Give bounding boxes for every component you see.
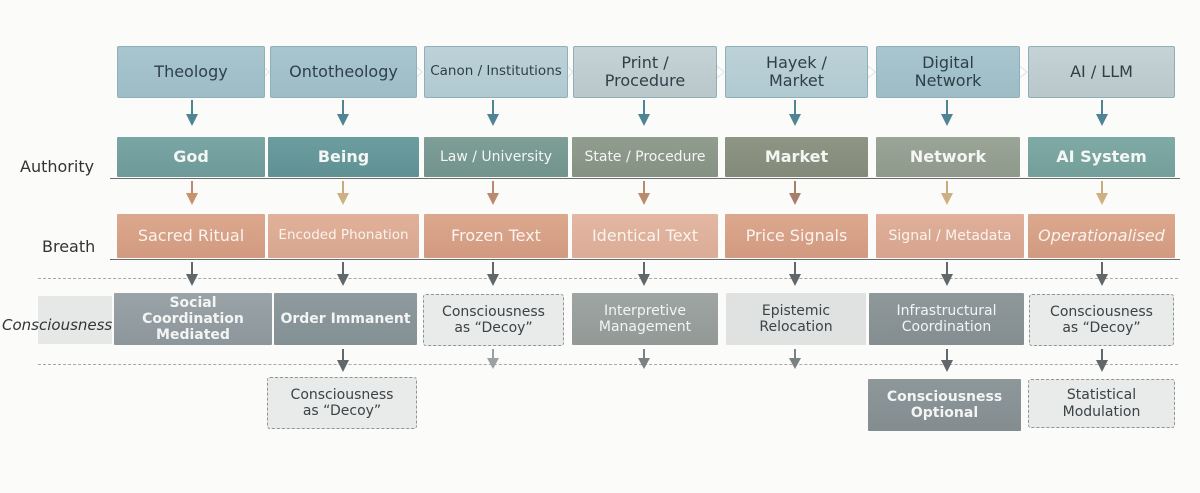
authority-label: AI System — [1056, 146, 1147, 166]
authority-law-university: Law / University — [424, 137, 568, 177]
authority-market: Market — [725, 137, 868, 177]
authority-label: Being — [317, 146, 370, 166]
consciousness-social-coordination: Social Coordination Mediated — [114, 293, 272, 345]
consciousness-down-arrows — [337, 349, 1108, 372]
era-hayek-market: Hayek / Market — [725, 46, 868, 98]
era-label: Theology — [154, 61, 228, 81]
consciousness-label: Interpretive Management — [598, 302, 692, 335]
authority-baseline — [110, 178, 1180, 179]
consciousness-label: Infrastructural Coordination — [896, 302, 997, 335]
consciousness-top-dashline — [38, 278, 1178, 279]
authority-label: Network — [909, 146, 987, 166]
authority-network: Network — [876, 137, 1020, 177]
breath-price-signals: Price Signals — [725, 214, 868, 258]
breath-label: Encoded Phonation — [278, 227, 409, 244]
breath-label: Price Signals — [745, 225, 848, 245]
consciousness-bottom-dashline — [38, 364, 1178, 365]
consciousness-label: Epistemic Relocation — [759, 302, 833, 335]
consciousness-order-immanent: Order Immanent — [274, 293, 417, 345]
consciousness-label: Consciousness Optional — [886, 388, 1003, 421]
era-label: AI / LLM — [1070, 61, 1133, 81]
era-to-authority-arrows — [186, 100, 1108, 126]
era-label: Canon / Institutions — [430, 63, 562, 80]
authority-to-breath-arrows — [186, 181, 1108, 205]
era-canon-institutions: Canon / Institutions — [424, 46, 568, 98]
breath-label: Signal / Metadata — [888, 227, 1012, 244]
row-label-consciousness-bg — [38, 296, 112, 344]
authority-ai-system: AI System — [1028, 137, 1175, 177]
consciousness-label: Consciousness as “Decoy” — [1050, 303, 1153, 336]
authority-label: God — [173, 146, 209, 166]
consciousness-label: Social Coordination Mediated — [142, 294, 244, 344]
era-print-procedure: Print / Procedure — [573, 46, 717, 98]
consciousness-label: Consciousness as “Decoy” — [442, 303, 545, 336]
breath-signal-metadata: Signal / Metadata — [876, 214, 1024, 258]
consciousness-optional: Consciousness Optional — [868, 379, 1021, 431]
breath-label: Frozen Text — [451, 225, 541, 245]
era-label: Digital Network — [914, 52, 982, 90]
era-ai-llm: AI / LLM — [1028, 46, 1175, 98]
authority-being: Being — [268, 137, 419, 177]
authority-label: Law / University — [439, 148, 553, 165]
statistical-modulation: Statistical Modulation — [1028, 379, 1175, 428]
authority-label: Market — [764, 146, 829, 166]
breath-identical-text: Identical Text — [572, 214, 718, 258]
breath-to-consciousness-arrows — [186, 262, 1108, 286]
consciousness-decoy-ai: Consciousness as “Decoy” — [1029, 294, 1174, 346]
authority-label: State / Procedure — [584, 148, 706, 165]
consciousness-label: Order Immanent — [280, 310, 411, 327]
breath-baseline — [110, 259, 1180, 260]
breath-label: Operationalised — [1038, 225, 1165, 245]
consciousness-interpretive-management: Interpretive Management — [572, 293, 718, 345]
row-label-consciousness: Consciousness — [2, 316, 113, 334]
row-label-breath: Breath — [42, 237, 96, 256]
era-theology: Theology — [117, 46, 265, 98]
era-label: Print / Procedure — [604, 52, 686, 90]
era-digital-network: Digital Network — [876, 46, 1020, 98]
breath-sacred-ritual: Sacred Ritual — [117, 214, 265, 258]
consciousness-label: Consciousness as “Decoy” — [290, 386, 394, 419]
breath-label: Sacred Ritual — [137, 225, 245, 245]
breath-label: Identical Text — [591, 225, 699, 245]
authority-god: God — [117, 137, 265, 177]
consciousness-decoy-canon: Consciousness as “Decoy” — [423, 294, 564, 346]
consciousness-epistemic-relocation: Epistemic Relocation — [726, 293, 866, 345]
authority-state-procedure: State / Procedure — [572, 137, 718, 177]
row-label-authority: Authority — [20, 157, 95, 176]
consciousness-label: Statistical Modulation — [1062, 387, 1141, 420]
breath-operationalised: Operationalised — [1028, 214, 1175, 258]
consciousness-decoy-ontotheology: Consciousness as “Decoy” — [267, 377, 417, 429]
era-label: Ontotheology — [289, 61, 398, 81]
breath-encoded-phonation: Encoded Phonation — [268, 214, 419, 258]
era-ontotheology: Ontotheology — [270, 46, 417, 98]
era-label: Hayek / Market — [766, 52, 827, 90]
consciousness-infrastructural-coordination: Infrastructural Coordination — [869, 293, 1024, 345]
breath-frozen-text: Frozen Text — [424, 214, 568, 258]
